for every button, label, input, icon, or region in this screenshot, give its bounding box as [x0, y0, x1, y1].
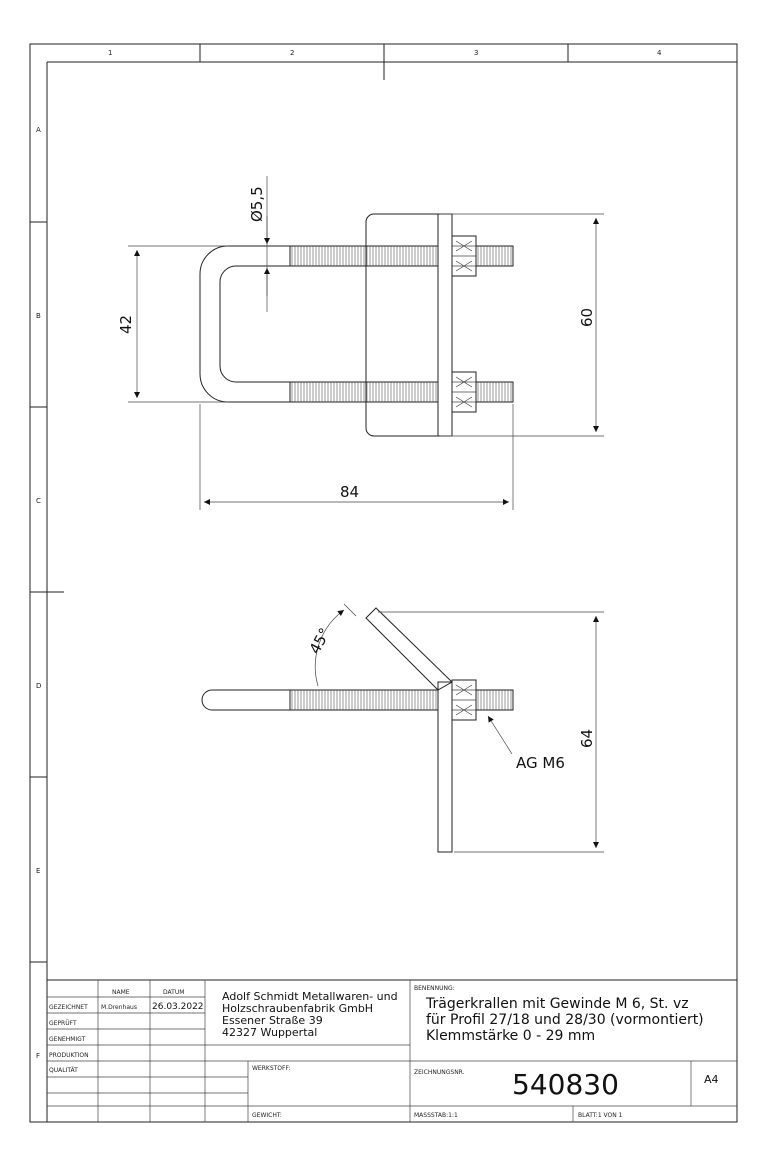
row-gezeichnet: GEZEICHNET	[49, 1004, 88, 1011]
company-line-1: Adolf Schmidt Metallwaren- und	[222, 990, 398, 1003]
u-bolt-outer	[199, 245, 290, 403]
dim-width: 84	[340, 483, 359, 501]
drawn-by: M.Drenhaus	[101, 1004, 137, 1011]
dim-height: 64	[578, 729, 596, 748]
frame-column-labels: 1 2 3 4	[108, 49, 662, 57]
column-label-2: 2	[290, 49, 294, 57]
row-label-c: C	[36, 497, 41, 505]
massstab: MASSSTAB:1:1	[414, 1112, 458, 1119]
row-geprueft: GEPRÜFT	[49, 1020, 77, 1027]
thread-upper	[289, 245, 439, 267]
company-line-3: Essener Straße 39	[222, 1014, 323, 1027]
dim-height-outer: 60	[578, 308, 596, 327]
top-view: Ø5,5 42 60 84	[117, 176, 604, 510]
bolt-thread	[289, 689, 439, 711]
dim-diameter: Ø5,5	[248, 186, 266, 222]
col-name-header: NAME	[112, 989, 130, 996]
u-bolt-inner	[219, 265, 290, 383]
side-view: 45° 64 AG M6	[201, 603, 604, 853]
col-date-header: DATUM	[163, 989, 184, 996]
drawing-number: 540830	[512, 1068, 619, 1101]
drawing-frame	[29, 43, 738, 1123]
company-line-2: Holzschraubenfabrik GmbH	[222, 1002, 373, 1015]
title-block: NAME DATUM GEZEICHNET GEPRÜFT GENEHMIGT …	[46, 979, 738, 1123]
title-line-2: für Profil 27/18 und 28/30 (vormontiert)	[426, 1012, 704, 1028]
format-size: A4	[704, 1073, 719, 1086]
claw-angled	[365, 607, 453, 691]
column-label-4: 4	[657, 49, 662, 57]
thread-label: AG M6	[516, 754, 565, 772]
title-line-3: Klemmstärke 0 - 29 mm	[426, 1028, 595, 1044]
benennung-label: BENENNUNG:	[414, 985, 455, 992]
drawn-date: 26.03.2022	[152, 1002, 204, 1012]
column-label-1: 1	[108, 49, 112, 57]
werkstoff-label: WERKSTOFF:	[252, 1065, 290, 1072]
row-genehmigt: GENEHMIGT	[49, 1036, 86, 1043]
column-label-3: 3	[474, 49, 478, 57]
gewicht-label: GEWICHT:	[252, 1112, 282, 1119]
row-label-f: F	[36, 1052, 40, 1060]
row-produktion: PRODUKTION	[49, 1052, 89, 1059]
bracket-flange	[437, 213, 453, 437]
row-qualitaet: QUALITÄT	[49, 1067, 78, 1074]
row-label-d: D	[36, 682, 41, 690]
row-label-a: A	[36, 126, 41, 134]
row-label-b: B	[36, 312, 41, 320]
blatt: BLATT:1 VON 1	[578, 1112, 623, 1119]
company-line-4: 42327 Wuppertal	[222, 1026, 317, 1039]
bolt-shank	[201, 689, 290, 711]
dim-height-inner: 42	[117, 315, 135, 334]
claw-vertical	[437, 681, 453, 853]
thread-lower	[289, 381, 439, 403]
frame-row-labels: A B C D E F	[36, 126, 41, 1060]
row-label-e: E	[36, 867, 40, 875]
title-line-1: Trägerkrallen mit Gewinde M 6, St. vz	[425, 996, 689, 1012]
dim-angle: 45°	[306, 625, 334, 657]
zeichnungsnr-label: ZEICHNUNGSNR.	[414, 1069, 465, 1076]
